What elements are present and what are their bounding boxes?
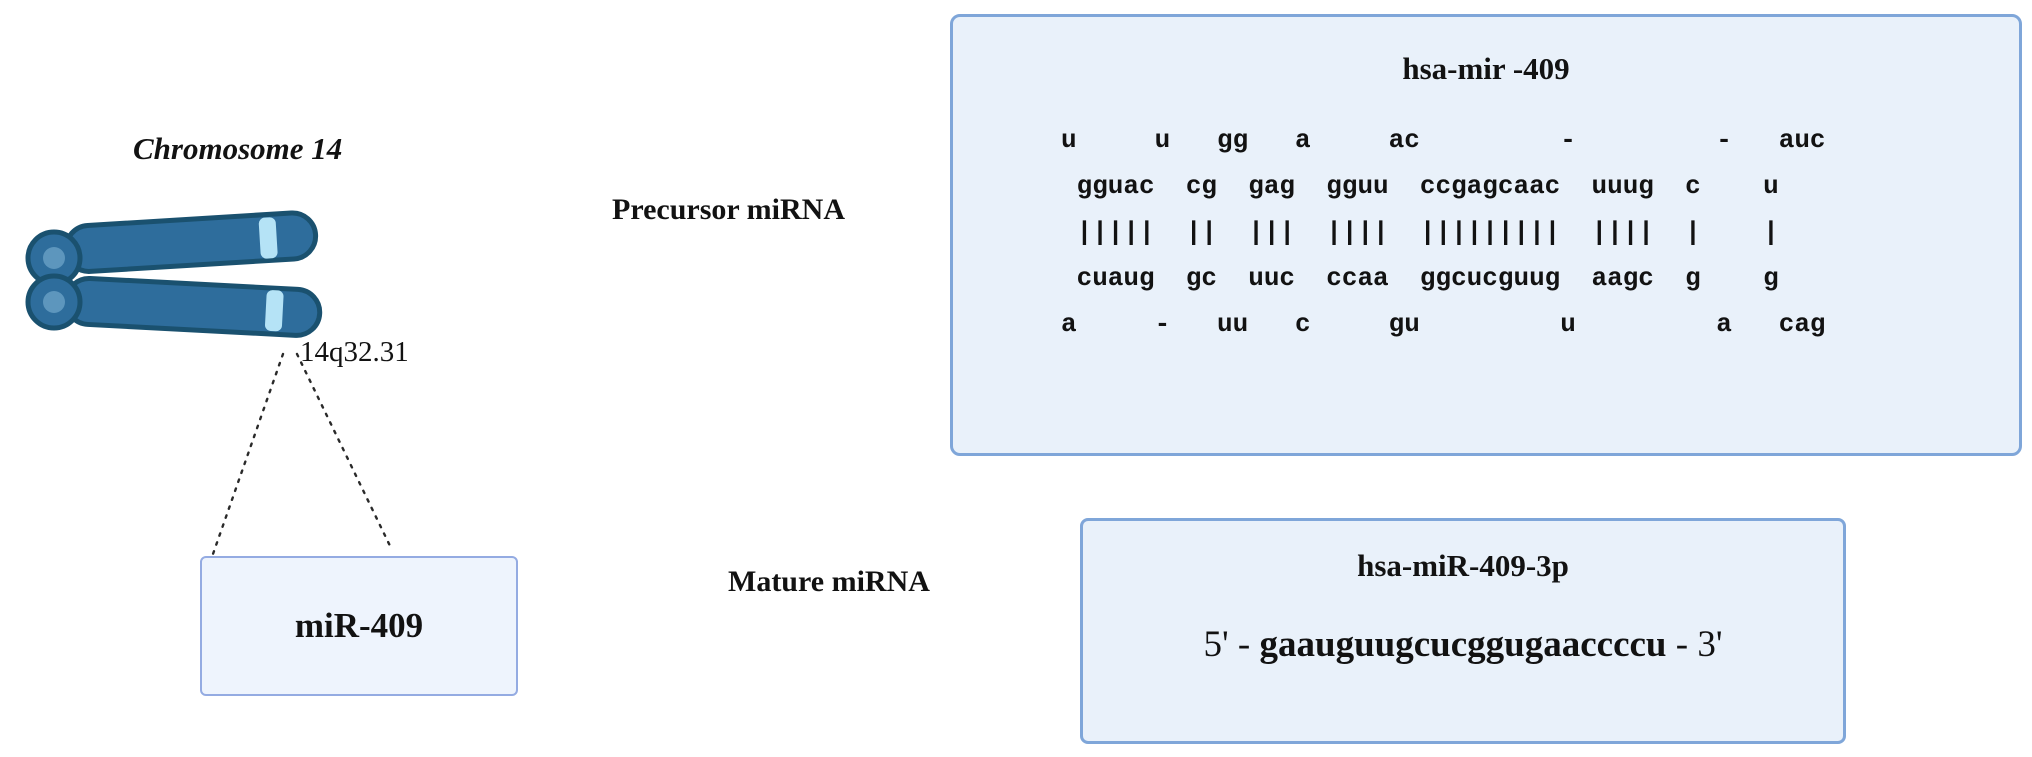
callout-line-right [295,352,394,552]
gene-box-label: miR-409 [294,606,424,645]
centromere-lower-inner [43,291,65,313]
callout-line-left [211,352,285,556]
mature-sequence: 5' - gaauguugcucggugaaccccu - 3' [1083,623,1843,666]
rna-secondary-structure: u u gg a ac - - auc gguac cg gag gguu cc… [1061,117,1826,347]
mature-panel-title: hsa-miR-409-3p [1357,548,1569,583]
precursor-panel: hsa-mir -409 u u gg a ac - - auc gguac c… [950,14,2022,456]
sequence-3prime: - 3' [1666,624,1723,665]
sequence-body: gaauguugcucggugaaccccu [1259,624,1667,665]
gene-box: miR-409 [200,556,518,696]
chromosome-title: Chromosome 14 [133,131,343,166]
centromere-upper-inner [43,247,65,269]
locus-band-upper [258,217,278,259]
chromatid-upper [63,210,319,274]
chromosome-14-illustration [25,210,394,556]
locus-label: 14q32.31 [300,336,409,368]
rna-structure-line-top-strand: gguac cg gag gguu ccgagcaac uuug c u [1061,171,1779,201]
mature-section-label: Mature miRNA [728,565,930,598]
rna-structure-line-bottom-bulges: a - uu c gu u a cag [1061,309,1826,339]
precursor-panel-title: hsa-mir -409 [1402,51,1570,86]
rna-structure-line-bottom-strand: cuaug gc uuc ccaa ggcucguug aagc g g [1061,263,1779,293]
rna-structure-line-top-bulges: u u gg a ac - - auc [1061,125,1826,155]
locus-band-lower [265,290,284,332]
rna-structure-line-pairing-bars: ||||| || ||| |||| ||||||||| |||| | | [1061,217,1779,247]
mature-panel: hsa-miR-409-3p 5' - gaauguugcucggugaaccc… [1080,518,1846,744]
precursor-section-label: Precursor miRNA [612,193,845,226]
sequence-5prime: 5' - [1203,624,1260,665]
